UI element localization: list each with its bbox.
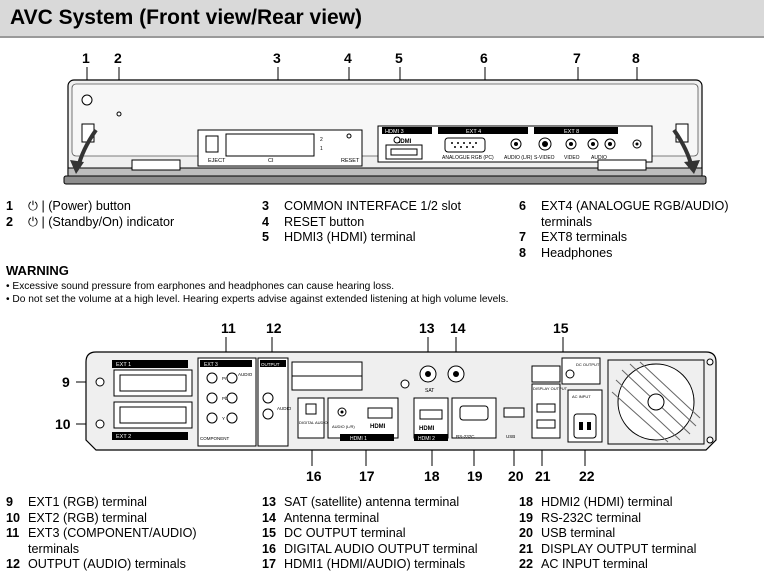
callout-21: 21 bbox=[535, 468, 551, 484]
callout-11: 11 bbox=[221, 320, 236, 336]
legend-item-11-cont: terminals bbox=[28, 541, 80, 556]
audio-lr-rear-label: AUDIO (L/R) bbox=[332, 424, 355, 429]
digital-audio-label: DIGITAL AUDIO OUTPUT bbox=[299, 420, 346, 425]
page-header: AVC System (Front view/Rear view) bbox=[0, 0, 764, 38]
rear-view-illustration: EXT 1 RGB EXT 2 RGB EXT 3 Pr Pb Y AUDIO … bbox=[76, 337, 717, 466]
hdmi2-label: HDMI 2 bbox=[418, 436, 435, 442]
front-view-illustration: EJECT CI RESET 2 1 HDMI 3 HDMI EXT 4 ANA… bbox=[63, 67, 707, 185]
callout-18: 18 bbox=[424, 468, 440, 484]
s-video-label: S-VIDEO bbox=[534, 155, 555, 161]
hdmi-logo-hdmi1: HDMI bbox=[370, 424, 386, 430]
legend-item-2: 2⏻ | (Standby/On) indicator bbox=[6, 214, 175, 229]
front-legend-col1: 1⏻ | (Power) button 2⏻ | (Standby/On) in… bbox=[6, 199, 174, 230]
hdmi-logo-front: HDMI bbox=[396, 139, 412, 145]
rs232c-label: RS-232C bbox=[456, 434, 475, 439]
callout-19: 19 bbox=[467, 468, 483, 484]
hdmi-logo-hdmi2: HDMI bbox=[419, 426, 435, 432]
callout-3: 3 bbox=[273, 50, 281, 66]
sat-label: SAT bbox=[425, 388, 434, 394]
callout-12: 12 bbox=[266, 320, 282, 336]
analogue-rgb-label: ANALOGUE RGB (PC) bbox=[442, 155, 494, 161]
callout-5: 5 bbox=[395, 50, 403, 66]
ext8-label: EXT 8 bbox=[564, 129, 579, 135]
warning-list: Excessive sound pressure from earphones … bbox=[6, 280, 509, 306]
warning-item-2: Do not set the volume at a high level. H… bbox=[6, 293, 508, 306]
dc-output-label: DC OUTPUT bbox=[576, 362, 600, 367]
legend-item-6-cont: terminals bbox=[541, 214, 593, 229]
pr-label: Pr bbox=[222, 376, 227, 381]
callout-2: 2 bbox=[114, 50, 122, 66]
y-label: Y bbox=[222, 416, 225, 421]
callout-4: 4 bbox=[344, 50, 352, 66]
callout-10: 10 bbox=[55, 416, 71, 432]
audio-front-label: AUDIO bbox=[591, 155, 607, 161]
eject-label: EJECT bbox=[208, 158, 226, 164]
audio-ext3-label: AUDIO bbox=[238, 372, 253, 377]
pb-label: Pb bbox=[222, 396, 228, 401]
usb-label: USB bbox=[506, 434, 515, 439]
page-title: AVC System (Front view/Rear view) bbox=[10, 6, 363, 29]
callout-14: 14 bbox=[450, 320, 466, 336]
callout-15: 15 bbox=[553, 320, 569, 336]
callout-9: 9 bbox=[62, 374, 70, 390]
ci-label: CI bbox=[268, 158, 274, 164]
warning-title: WARNING bbox=[6, 263, 69, 278]
reset-label: RESET bbox=[341, 158, 360, 164]
callout-7: 7 bbox=[573, 50, 581, 66]
ext4-label: EXT 4 bbox=[466, 129, 481, 135]
output-label: OUTPUT bbox=[261, 362, 280, 367]
ext2-label: EXT 2 bbox=[116, 434, 131, 440]
display-output-label: DISPLAY OUTPUT bbox=[533, 386, 568, 391]
callout-16: 16 bbox=[306, 468, 322, 484]
hdmi3-label: HDMI 3 bbox=[385, 129, 404, 135]
callout-17: 17 bbox=[359, 468, 375, 484]
callout-20: 20 bbox=[508, 468, 524, 484]
rgb-label-2: RGB bbox=[168, 434, 180, 440]
ext1-label: EXT 1 bbox=[116, 362, 131, 368]
ac-input-label: AC INPUT bbox=[572, 394, 591, 399]
hdmi1-label: HDMI 1 bbox=[350, 436, 367, 442]
callout-6: 6 bbox=[480, 50, 488, 66]
ext3-label: EXT 3 bbox=[204, 362, 218, 368]
warning-item-1: Excessive sound pressure from earphones … bbox=[6, 280, 509, 293]
audio-lr-front-label: AUDIO (L/R) bbox=[504, 155, 533, 161]
callout-22: 22 bbox=[579, 468, 595, 484]
callout-13: 13 bbox=[419, 320, 435, 336]
callout-8: 8 bbox=[632, 50, 640, 66]
video-label: VIDEO bbox=[564, 155, 580, 161]
legend-item-1: 1⏻ | (Power) button bbox=[6, 199, 131, 213]
component-label: COMPONENT bbox=[200, 436, 230, 441]
audio-output-label: AUDIO bbox=[277, 406, 292, 411]
ci-slot-1-label: 1 bbox=[320, 146, 323, 152]
ci-slot-2-label: 2 bbox=[320, 137, 323, 143]
rgb-label-1: RGB bbox=[168, 362, 180, 368]
callout-1: 1 bbox=[82, 50, 90, 66]
